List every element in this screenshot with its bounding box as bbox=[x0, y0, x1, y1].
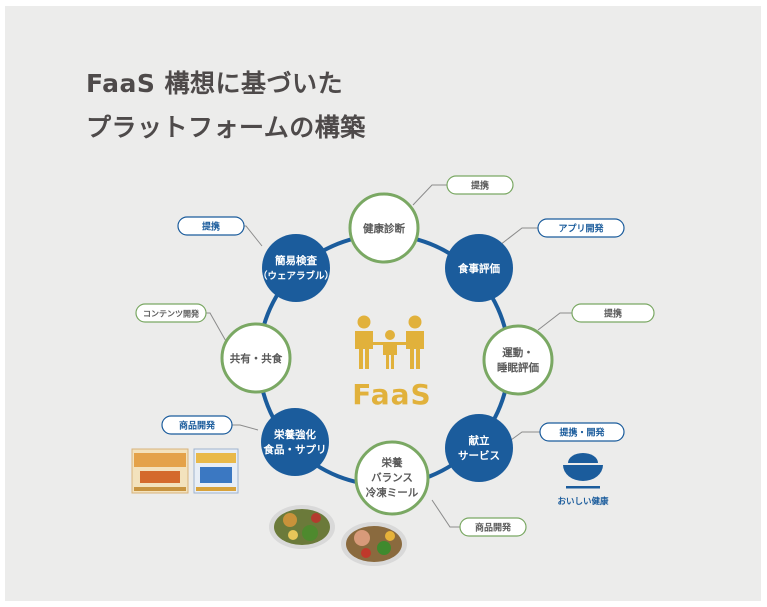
node-undou: 運動・ 睡眠評価 bbox=[482, 324, 554, 396]
tag-undou-label: 提携 bbox=[604, 308, 622, 320]
tag-undou: 提携 bbox=[571, 303, 655, 323]
tag-eiyou-label: 商品開発 bbox=[475, 522, 512, 534]
node-shokuji: 食事評価 bbox=[445, 234, 513, 302]
frozen-meal-2-image bbox=[341, 522, 407, 566]
center-faas-label: FaaS bbox=[352, 378, 431, 411]
node-kanni: 簡易検査 （ウェアラブル） bbox=[258, 234, 334, 302]
node-undou-label-2: 睡眠評価 bbox=[497, 361, 539, 374]
node-undou-label-1: 運動・ bbox=[502, 346, 534, 359]
node-kanni-label-1: 簡易検査 bbox=[274, 254, 317, 267]
tag-kanni: 提携 bbox=[177, 216, 245, 236]
page-title-line1: FaaS 構想に基づいた bbox=[86, 69, 344, 98]
node-kanni-label-2: （ウェアラブル） bbox=[258, 270, 334, 282]
supplement-box-2-image bbox=[193, 448, 239, 494]
tag-kyouka-label: 商品開発 bbox=[179, 420, 216, 432]
page-title-line2: プラットフォームの構築 bbox=[86, 113, 366, 142]
tag-kenkou: 提携 bbox=[446, 175, 514, 195]
tag-shokuji-label: アプリ開発 bbox=[558, 223, 604, 235]
tag-eiyou: 商品開発 bbox=[459, 517, 527, 537]
family-people-icon bbox=[355, 315, 424, 369]
node-kyouka-label-2: 食品・サプリ bbox=[263, 443, 327, 456]
node-eiyou-label-1: 栄養 bbox=[381, 456, 403, 469]
node-eiyou: 栄養 バランス 冷凍ミール bbox=[354, 440, 430, 516]
tag-kondate-label: 提携・開発 bbox=[559, 427, 605, 439]
supplement-box-1-image bbox=[131, 448, 189, 494]
tag-kyouyuu-label: コンテンツ開発 bbox=[143, 309, 200, 319]
node-kyouka: 栄養強化 食品・サプリ bbox=[261, 408, 329, 476]
node-kyouyuu-label: 共有・共食 bbox=[230, 352, 283, 365]
node-kenkou-label: 健康診断 bbox=[363, 222, 405, 235]
tag-kondate: 提携・開発 bbox=[539, 422, 625, 442]
tag-kanni-label: 提携 bbox=[202, 221, 220, 233]
node-kondate: 献立 サービス bbox=[445, 414, 513, 482]
rice-bowl-icon bbox=[563, 453, 603, 489]
tag-shokuji: アプリ開発 bbox=[537, 218, 625, 238]
node-eiyou-label-2: バランス bbox=[371, 472, 413, 484]
rice-brand-label: おいしい健康 bbox=[557, 496, 609, 507]
node-kenkou: 健康診断 bbox=[348, 192, 420, 264]
tag-kyouyuu: コンテンツ開発 bbox=[135, 303, 207, 323]
tag-kenkou-label: 提携 bbox=[471, 180, 489, 192]
node-kondate-label-2: サービス bbox=[458, 449, 500, 462]
node-shokuji-label: 食事評価 bbox=[457, 262, 500, 275]
tag-kyouka: 商品開発 bbox=[161, 415, 233, 435]
frozen-meal-1-image bbox=[269, 505, 335, 549]
node-kyouka-label-1: 栄養強化 bbox=[273, 428, 316, 441]
node-eiyou-label-3: 冷凍ミール bbox=[366, 486, 419, 499]
node-kondate-label-1: 献立 bbox=[469, 434, 490, 447]
node-kyouyuu: 共有・共食 bbox=[220, 322, 292, 394]
